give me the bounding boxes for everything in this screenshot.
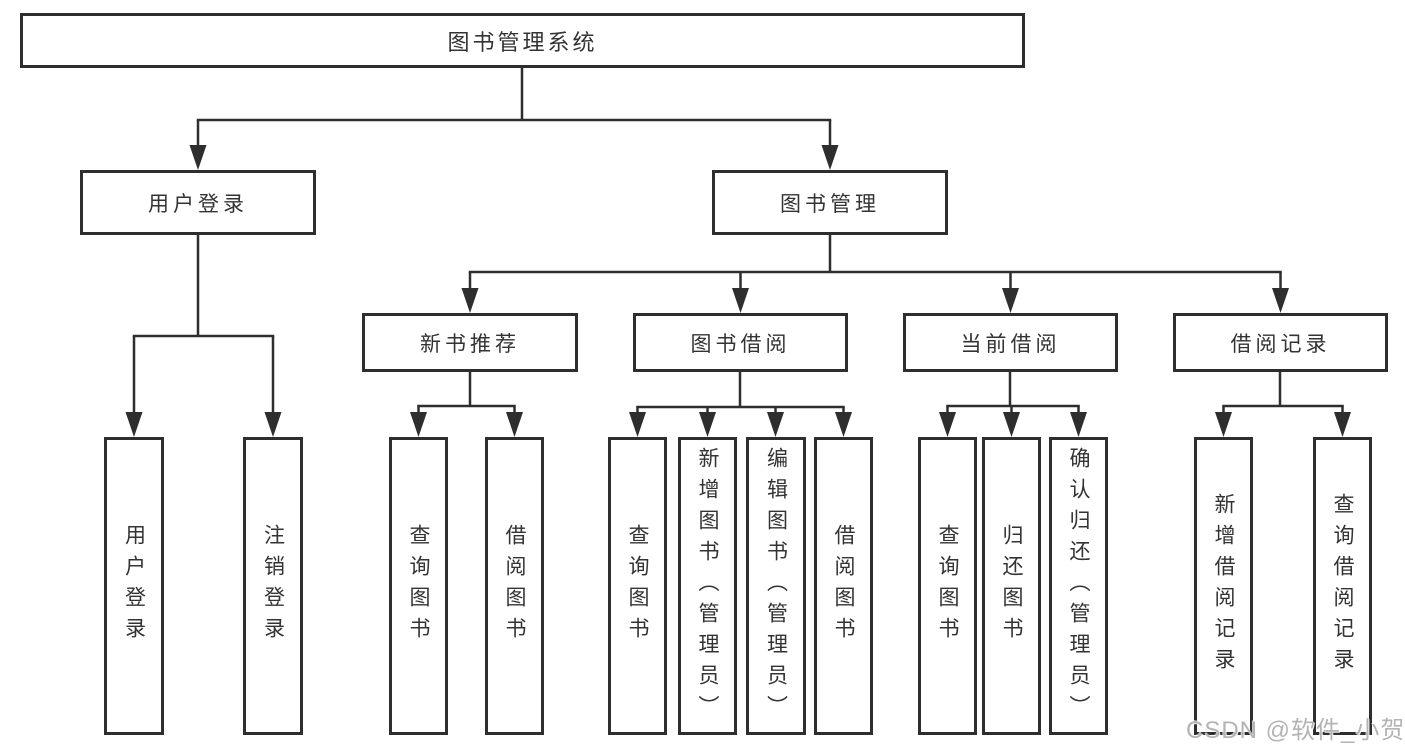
node-user-login: 用户登录 bbox=[80, 170, 316, 235]
csdn-watermark: CSDN @软件_小贺同学 bbox=[1186, 717, 1405, 744]
leaf-recommend-query-books-label: 查询图书 bbox=[407, 524, 430, 648]
leaf-add-books-admin: 新增图书（管理员） bbox=[678, 437, 737, 735]
leaf-borrowing-query-books: 查询图书 bbox=[608, 437, 667, 735]
leaf-recommend-query-books: 查询图书 bbox=[389, 437, 448, 735]
leaf-recommend-borrow-books: 借阅图书 bbox=[485, 437, 544, 735]
node-root-label: 图书管理系统 bbox=[447, 29, 598, 55]
node-user-login-label: 用户登录 bbox=[148, 192, 248, 216]
leaf-add-borrow-record: 新增借阅记录 bbox=[1194, 437, 1253, 735]
leaf-recommend-borrow-books-label: 借阅图书 bbox=[503, 524, 526, 648]
leaf-logout-label: 注销登录 bbox=[261, 524, 285, 648]
node-borrowing-records-label: 借阅记录 bbox=[1230, 332, 1331, 356]
leaf-query-borrow-record-label: 查询借阅记录 bbox=[1331, 493, 1354, 679]
node-book-management: 图书管理 bbox=[712, 170, 948, 235]
leaf-logout: 注销登录 bbox=[243, 437, 303, 735]
leaf-confirm-return-admin: 确认归还（管理员） bbox=[1049, 437, 1108, 735]
node-root-system: 图书管理系统 bbox=[20, 13, 1025, 68]
leaf-add-books-admin-label: 新增图书（管理员） bbox=[696, 446, 719, 726]
node-current-borrowing: 当前借阅 bbox=[903, 313, 1118, 372]
leaf-return-books: 归还图书 bbox=[982, 437, 1041, 735]
leaf-current-query-books-label: 查询图书 bbox=[936, 524, 959, 648]
leaf-user-login-label: 用户登录 bbox=[122, 524, 146, 648]
leaf-borrowing-query-books-label: 查询图书 bbox=[626, 524, 649, 648]
leaf-add-borrow-record-label: 新增借阅记录 bbox=[1212, 493, 1235, 679]
node-book-borrowing-label: 图书借阅 bbox=[690, 332, 791, 356]
node-current-borrowing-label: 当前借阅 bbox=[960, 332, 1061, 356]
leaf-query-borrow-record: 查询借阅记录 bbox=[1313, 437, 1372, 735]
leaf-current-query-books: 查询图书 bbox=[918, 437, 977, 735]
node-book-borrowing: 图书借阅 bbox=[633, 313, 848, 372]
node-book-management-label: 图书管理 bbox=[780, 192, 880, 216]
leaf-borrowing-borrow-books: 借阅图书 bbox=[814, 437, 873, 735]
leaf-borrowing-borrow-books-label: 借阅图书 bbox=[832, 524, 855, 648]
arrowhead-icons bbox=[125, 145, 1351, 437]
node-new-book-recommend-label: 新书推荐 bbox=[420, 332, 520, 356]
leaf-return-books-label: 归还图书 bbox=[1000, 524, 1023, 648]
node-borrowing-records: 借阅记录 bbox=[1173, 313, 1388, 372]
leaf-user-login: 用户登录 bbox=[104, 437, 164, 735]
node-new-book-recommend: 新书推荐 bbox=[362, 313, 578, 372]
leaf-confirm-return-admin-label: 确认归还（管理员） bbox=[1067, 446, 1090, 726]
leaf-edit-books-admin: 编辑图书（管理员） bbox=[746, 437, 806, 735]
leaf-edit-books-admin-label: 编辑图书（管理员） bbox=[764, 446, 788, 726]
